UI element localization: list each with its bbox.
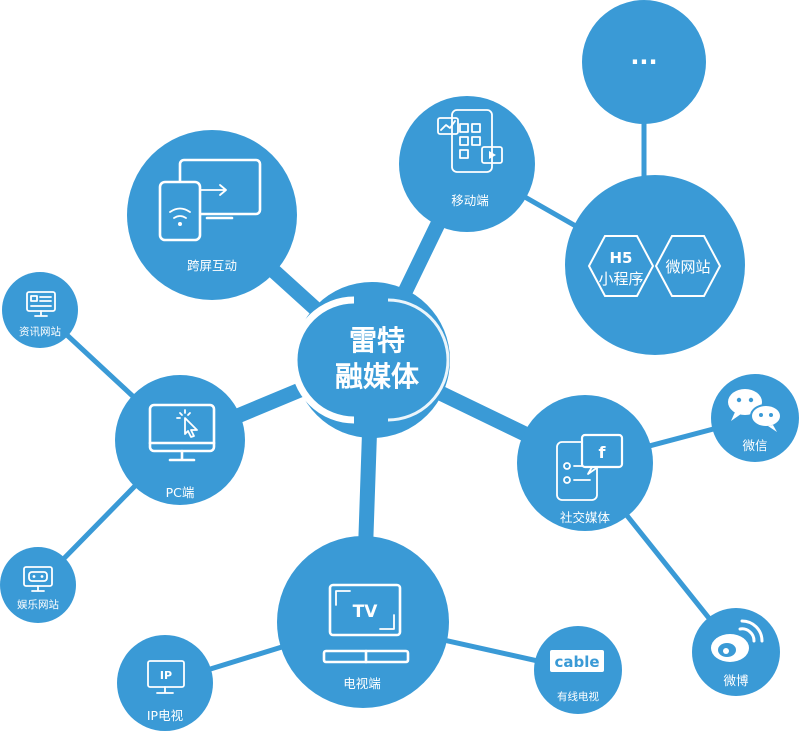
tv-icon-text: TV <box>353 602 379 622</box>
mobile-label: 移动端 <box>451 193 489 208</box>
hexagon-micro-site <box>654 235 722 297</box>
cable-icon-text: cable <box>554 653 599 671</box>
mini-program-label: 小程序 <box>598 270 643 288</box>
cross-screen-icon <box>158 158 262 242</box>
wechat-icon <box>728 389 782 432</box>
social-media-icon: f <box>556 433 624 501</box>
tv-icon: TV <box>322 583 410 664</box>
news-site-label: 资讯网站 <box>19 325 61 338</box>
wechat-label: 微信 <box>742 438 767 453</box>
more-label: ... <box>630 42 657 70</box>
cross-screen-label: 跨屏互动 <box>187 258 237 273</box>
iptv-icon-text: IP <box>160 669 172 682</box>
hexagon-mini-program <box>587 235 655 297</box>
cable-icon: cable <box>550 650 604 672</box>
node-pc[interactable]: PC端 <box>115 375 245 505</box>
node-mini-program[interactable]: H5 小程序 微网站 <box>565 175 745 355</box>
social-media-label: 社交媒体 <box>560 510 611 525</box>
mobile-apps-icon <box>437 109 503 173</box>
center-title-line2: 融媒体 <box>335 360 420 393</box>
node-wechat[interactable]: 微信 <box>711 374 799 462</box>
node-more[interactable]: ... <box>582 0 706 124</box>
iptv-icon: IP <box>147 660 185 694</box>
entertainment-site-icon <box>23 566 53 592</box>
node-social-media[interactable]: f 社交媒体 <box>517 395 653 531</box>
node-weibo[interactable]: 微博 <box>692 608 780 696</box>
weibo-icon <box>711 619 764 662</box>
pc-label: PC端 <box>166 485 195 500</box>
node-mobile[interactable]: 移动端 <box>399 96 535 232</box>
entertainment-site-label: 娱乐网站 <box>17 598 59 611</box>
iptv-label: IP电视 <box>147 708 184 723</box>
social-icon-text: f <box>599 443 607 462</box>
node-cross-screen[interactable]: 跨屏互动 <box>127 130 297 300</box>
monitor-click-icon <box>148 403 216 462</box>
center-node: 雷特 融媒体 <box>290 282 450 438</box>
h5-label: H5 <box>610 249 633 267</box>
node-iptv[interactable]: IP IP电视 <box>117 635 213 731</box>
tv-label: 电视端 <box>343 676 381 691</box>
node-news-site[interactable]: 资讯网站 <box>2 272 78 348</box>
node-tv[interactable]: TV 电视端 <box>277 536 449 708</box>
node-entertainment-site[interactable]: 娱乐网站 <box>0 547 76 623</box>
node-cable[interactable]: cable 有线电视 <box>534 626 622 714</box>
news-site-icon <box>26 291 56 317</box>
weibo-label: 微博 <box>723 673 749 688</box>
cable-label: 有线电视 <box>557 690 599 703</box>
center-title-line1: 雷特 <box>349 324 405 357</box>
micro-site-label: 微网站 <box>665 258 710 276</box>
